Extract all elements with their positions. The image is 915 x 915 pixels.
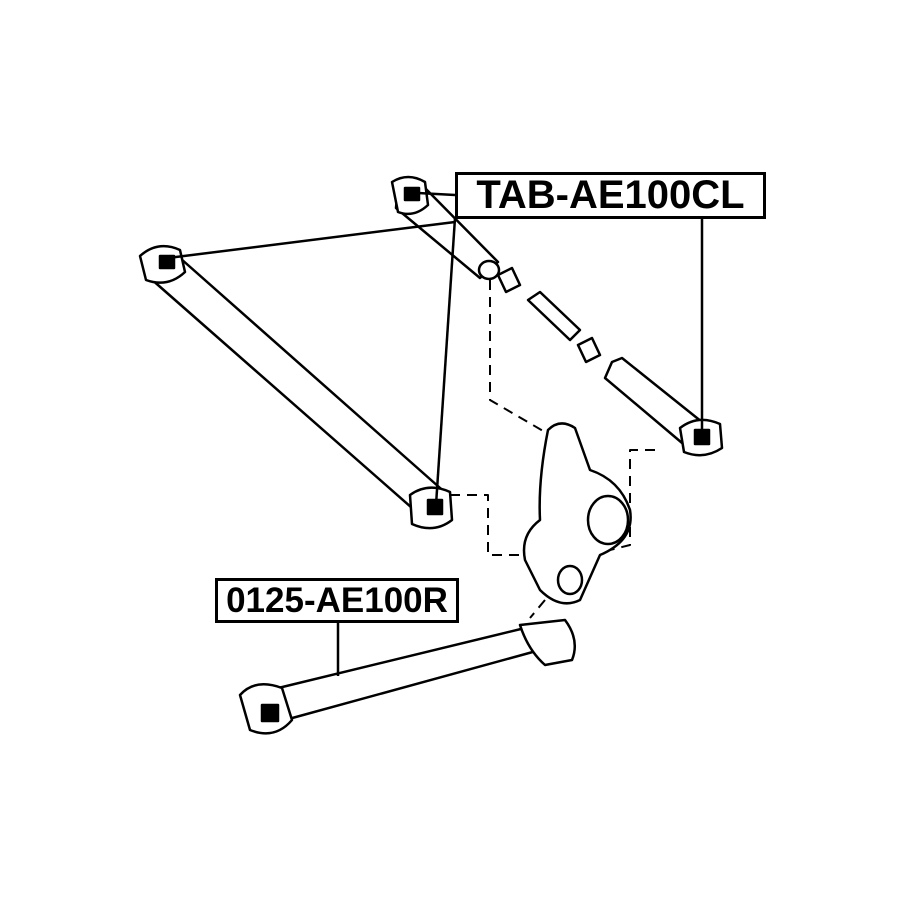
upper-long-rod	[138, 244, 454, 530]
part-label-tab-ae100cl: TAB-AE100CL	[455, 172, 766, 219]
adjust-bolt	[496, 266, 602, 364]
right-rod	[603, 356, 724, 457]
leader-lines	[167, 191, 704, 676]
steering-knuckle	[522, 422, 632, 605]
part-label-0125-ae100r: 0125-AE100R	[215, 578, 459, 623]
lower-arm	[238, 618, 577, 735]
